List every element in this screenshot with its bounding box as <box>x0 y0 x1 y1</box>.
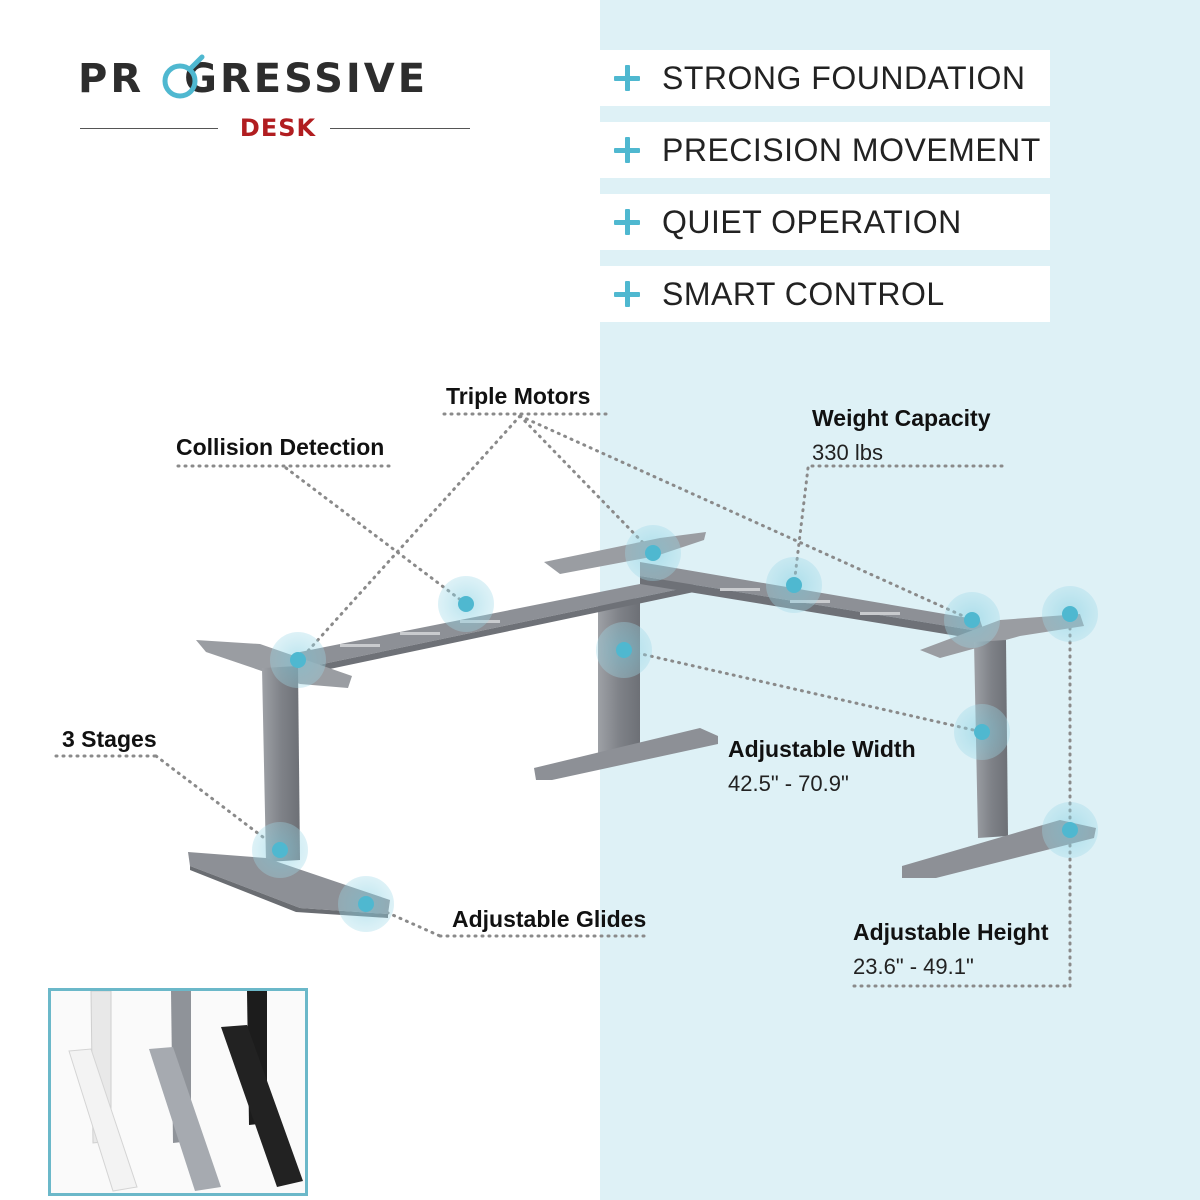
logo-divider-left <box>80 128 218 129</box>
plus-icon <box>612 135 642 165</box>
motor-left-dot-icon <box>270 632 326 688</box>
callout-three-stages: 3 Stages <box>62 726 157 753</box>
center-leg-dot-icon <box>596 622 652 678</box>
logo-subtitle: DESK <box>239 114 317 142</box>
leader-lines <box>54 412 1072 988</box>
callout-title: Adjustable Height <box>853 919 1049 945</box>
callout-title: Collision Detection <box>176 434 385 460</box>
callout-value: 42.5" - 70.9" <box>728 771 849 796</box>
callout-value: 23.6" - 49.1" <box>853 954 974 979</box>
callout-title: Adjustable Glides <box>452 906 647 932</box>
callout-value: 330 lbs <box>812 440 883 465</box>
motor-right-dot-icon <box>944 592 1000 648</box>
height-bottom-dot-icon <box>1042 802 1098 858</box>
glides-dot-icon <box>338 876 394 932</box>
plus-icon <box>612 207 642 237</box>
feature-strong-foundation: STRONG FOUNDATION <box>600 50 1050 106</box>
feature-label: PRECISION MOVEMENT <box>662 131 1041 168</box>
feature-precision-movement: PRECISION MOVEMENT <box>600 122 1050 178</box>
feature-smart-control: SMART CONTROL <box>600 266 1050 322</box>
callout-collision-detection: Collision Detection <box>176 434 384 461</box>
callout-adjustable-glides: Adjustable Glides <box>452 906 646 933</box>
collision-detection-dot-icon <box>438 576 494 632</box>
callout-adjustable-width: Adjustable Width 42.5" - 70.9" <box>728 736 916 797</box>
callout-title: Adjustable Width <box>728 736 916 762</box>
frame-color-swatches <box>68 991 303 1192</box>
callout-title: 3 Stages <box>62 726 157 752</box>
feature-quiet-operation: QUIET OPERATION <box>600 194 1050 250</box>
callout-triple-motors: Triple Motors <box>446 383 590 410</box>
adjustable-width-dot-icon <box>954 704 1010 760</box>
callout-weight-capacity: Weight Capacity 330 lbs <box>812 405 991 466</box>
highlight-dots <box>252 525 1098 932</box>
plus-icon <box>612 279 642 309</box>
weight-capacity-dot-icon <box>766 557 822 613</box>
color-variants-thumbnail <box>48 988 308 1196</box>
plus-icon <box>612 63 642 93</box>
height-top-dot-icon <box>1042 586 1098 642</box>
stages-dot-icon <box>252 822 308 878</box>
magnifier-logo-icon <box>162 54 205 99</box>
motor-center-dot-icon <box>625 525 681 581</box>
callout-adjustable-height: Adjustable Height 23.6" - 49.1" <box>853 919 1049 980</box>
logo-divider-right <box>330 128 470 129</box>
feature-label: STRONG FOUNDATION <box>662 59 1026 96</box>
callout-title: Triple Motors <box>446 383 591 409</box>
feature-label: QUIET OPERATION <box>662 203 962 240</box>
feature-label: SMART CONTROL <box>662 275 945 312</box>
callout-title: Weight Capacity <box>812 405 991 431</box>
